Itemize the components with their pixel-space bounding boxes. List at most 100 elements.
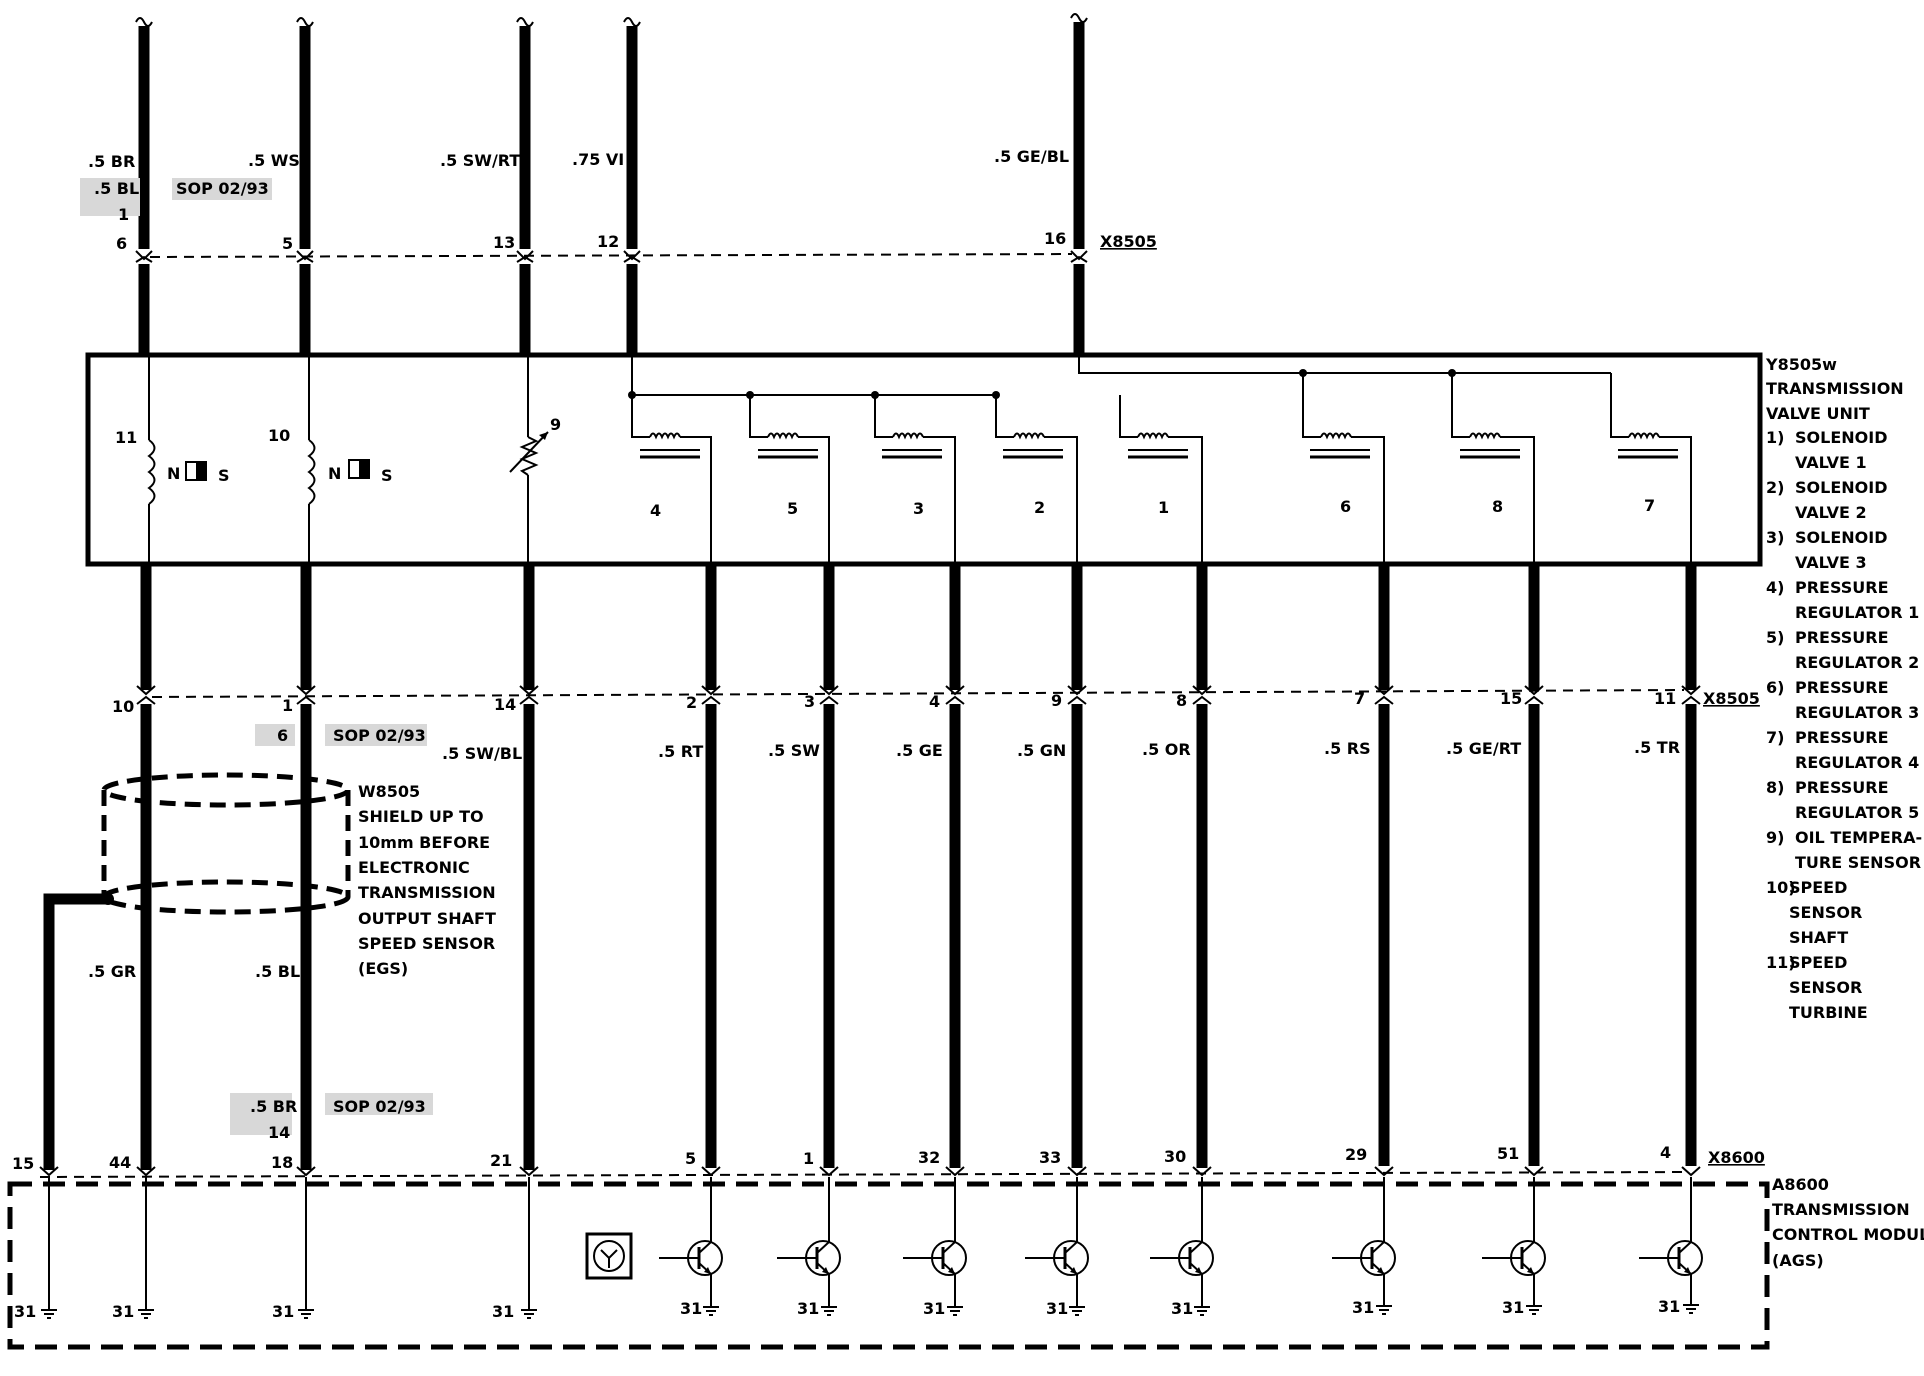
valve-unit-legend: Y8505w TRANSMISSION VALVE UNIT 1)SOLENOI… bbox=[1765, 355, 1922, 1022]
solenoid-number: 2 bbox=[1034, 498, 1045, 517]
connector-pin-icon bbox=[39, 1166, 59, 1177]
solenoid-coil-icon bbox=[1013, 432, 1045, 440]
connector-pin-icon bbox=[296, 685, 316, 705]
bottom-pin: 33 bbox=[1039, 1148, 1061, 1167]
connector-pin-icon bbox=[1192, 1166, 1212, 1177]
low-sop-color: .5 BR bbox=[250, 1097, 297, 1116]
solenoid-coil-icon bbox=[1137, 432, 1169, 440]
legend-text: SPEED bbox=[1789, 878, 1847, 897]
legend-number: 6) bbox=[1766, 678, 1784, 697]
driver-transistor-icon bbox=[777, 1177, 841, 1282]
mid-pin: 9 bbox=[1051, 691, 1062, 710]
control-module-box bbox=[7, 1181, 1770, 1350]
mid-pin: 3 bbox=[804, 692, 815, 711]
ground-icon: 31 bbox=[1658, 1282, 1699, 1316]
wire-color-top-5: .5 GE/BL bbox=[994, 147, 1069, 166]
bottom-pin: 18 bbox=[271, 1153, 293, 1172]
shield-text: ELECTRONIC bbox=[358, 858, 470, 877]
connector-pin-icon bbox=[1067, 1166, 1087, 1177]
legend-text: TURBINE bbox=[1789, 1003, 1868, 1022]
connector-pin-icon bbox=[1067, 685, 1087, 705]
driver-transistor-icon bbox=[903, 1177, 967, 1282]
solenoid-coil-icon bbox=[767, 432, 799, 440]
connector-pin-icon bbox=[1681, 685, 1701, 705]
ground-label: 31 bbox=[1352, 1298, 1374, 1317]
supply-bus-b bbox=[1078, 357, 1611, 374]
wire-color-mid: .5 SW bbox=[768, 741, 820, 760]
solenoid-5: 1 bbox=[1119, 395, 1203, 562]
bottom-pin: 30 bbox=[1164, 1147, 1186, 1166]
ground-label: 31 bbox=[492, 1302, 514, 1321]
wire-color-low: .5 GR bbox=[88, 962, 136, 981]
solenoid-3: 3 bbox=[874, 395, 956, 562]
mid-sop-label: SOP 02/93 bbox=[333, 726, 426, 745]
connector-pin-icon bbox=[945, 685, 965, 705]
oil-temperature-resistor-icon bbox=[519, 436, 539, 476]
wire-color-mid: .5 OR bbox=[1142, 740, 1191, 759]
legend-text: SOLENOID bbox=[1795, 478, 1887, 497]
connector-x8505-mid: X8505 bbox=[1703, 689, 1760, 708]
pin-top-12: 12 bbox=[597, 232, 619, 251]
sensor-s-2: S bbox=[381, 466, 393, 485]
solenoid-coil-icon bbox=[1628, 432, 1660, 440]
wire-color-mid: .5 SW/BL bbox=[442, 744, 522, 763]
connector-pin-icon bbox=[819, 685, 839, 705]
mid-pin: 2 bbox=[686, 693, 697, 712]
sop-highlight-mid bbox=[255, 724, 295, 746]
legend-text: PRESSURE bbox=[1795, 678, 1889, 697]
legend-number: 5) bbox=[1766, 628, 1784, 647]
legend-text: SPEED bbox=[1789, 953, 1847, 972]
pin-top-13: 13 bbox=[493, 233, 515, 252]
shield-text: TRANSMISSION bbox=[358, 883, 496, 902]
bottom-pin: 1 bbox=[803, 1149, 814, 1168]
driver-transistor-icon bbox=[1150, 1177, 1214, 1282]
legend-text: PRESSURE bbox=[1795, 628, 1889, 647]
wire-color-top-3: .5 SW/RT bbox=[440, 151, 520, 170]
low-sop-label: SOP 02/93 bbox=[333, 1097, 426, 1116]
ground-label: 31 bbox=[14, 1302, 36, 1321]
solenoid-1: 4 bbox=[631, 395, 712, 562]
solenoid-number: 3 bbox=[913, 499, 924, 518]
wire-color-mid: .5 GE bbox=[896, 741, 943, 760]
component-9: 9 bbox=[550, 415, 561, 434]
bottom-pin: 5 bbox=[685, 1149, 696, 1168]
wire-color-mid: .5 GN bbox=[1017, 741, 1066, 760]
connector-pin-icon bbox=[136, 685, 156, 705]
shield-text: SPEED SENSOR bbox=[358, 934, 495, 953]
mid-pin: 15 bbox=[1500, 689, 1522, 708]
legend-text: PRESSURE bbox=[1795, 778, 1889, 797]
ground-label: 31 bbox=[272, 1302, 294, 1321]
mid-pin: 7 bbox=[1354, 689, 1365, 708]
legend-text: REGULATOR 4 bbox=[1795, 753, 1919, 772]
shield-text: (EGS) bbox=[358, 959, 408, 978]
legend-text: REGULATOR 3 bbox=[1795, 703, 1919, 722]
solenoid-8: 7 bbox=[1610, 373, 1692, 562]
bottom-pin: 32 bbox=[918, 1148, 940, 1167]
solenoid-6: 6 bbox=[1302, 373, 1385, 562]
solenoid-coil-icon bbox=[892, 432, 924, 440]
legend-item: 9)OIL TEMPERA-TURE SENSOR bbox=[1766, 828, 1922, 872]
wire-color-low: .5 BL bbox=[255, 962, 300, 981]
driver-transistor-icon bbox=[1332, 1177, 1396, 1282]
legend-text: PRESSURE bbox=[1795, 578, 1889, 597]
connector-pin-icon bbox=[1374, 685, 1394, 705]
connector-pin-icon bbox=[1524, 685, 1544, 705]
mid-wire-harness: X8505 10 1 14 2 3 4 9 8 7 15 11 6 SOP 02… bbox=[43, 564, 1760, 1170]
solenoid-coil-icon bbox=[1469, 432, 1501, 440]
sop-top-label: SOP 02/93 bbox=[176, 179, 269, 198]
legend-text: SOLENOID bbox=[1795, 428, 1887, 447]
driver-transistor-icon bbox=[1639, 1177, 1703, 1282]
ground-icon: 31 bbox=[1352, 1282, 1392, 1317]
bottom-pin: 4 bbox=[1660, 1143, 1671, 1162]
legend-text: SENSOR bbox=[1789, 978, 1862, 997]
driver-transistor-icon bbox=[659, 1177, 723, 1282]
wire-color-mid: .5 GE/RT bbox=[1446, 739, 1521, 758]
component-10: 10 bbox=[268, 426, 290, 445]
legend-number: 7) bbox=[1766, 728, 1784, 747]
